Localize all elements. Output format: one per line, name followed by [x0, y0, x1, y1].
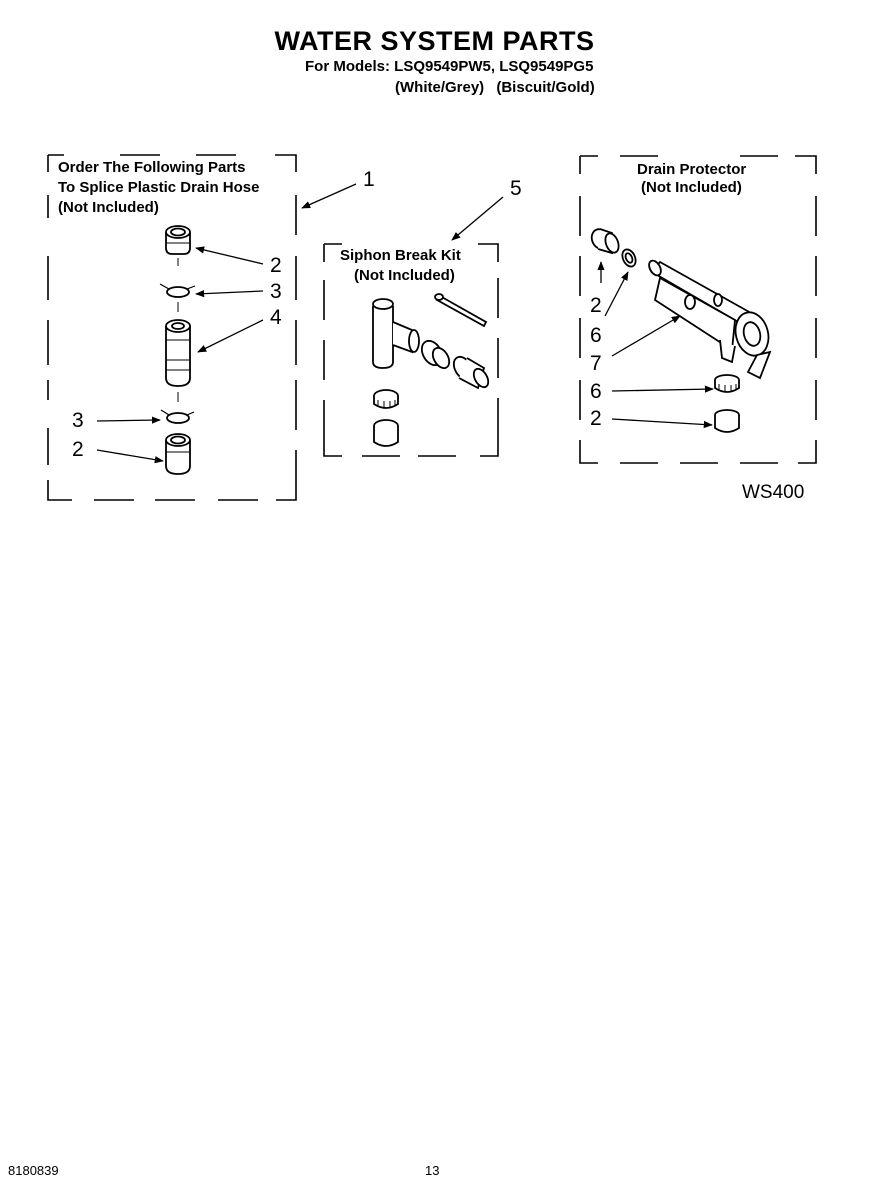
splice-part-coupling-bottom [165, 433, 191, 475]
leader-splice-4 [197, 319, 264, 353]
callout-drain-2b: 2 [590, 407, 602, 430]
splice-part-clamp-bottom [160, 409, 195, 424]
siphon-nut-ring [420, 339, 451, 370]
splice-part-connector [165, 319, 191, 402]
siphon-tee-fitting [372, 298, 420, 369]
callout-5: 5 [510, 177, 522, 200]
callout-drain-7: 7 [590, 352, 602, 375]
splice-group-frame [47, 154, 297, 501]
siphon-pin [434, 293, 488, 328]
leader-1 [301, 183, 357, 209]
leader-drain-6a [604, 271, 629, 317]
leader-drain-6b [611, 385, 714, 393]
siphon-ring-lower [373, 389, 399, 409]
color-biscuit-gold: (Biscuit/Gold) [496, 79, 595, 96]
page-number: 13 [425, 1163, 440, 1178]
callout-drain-6a: 6 [590, 324, 602, 347]
drain-part-cap-lower [714, 409, 740, 433]
drain-protector-body [648, 259, 772, 380]
callout-drain-2a: 2 [590, 294, 602, 317]
drain-part-cap [590, 228, 620, 255]
callout-splice-4: 4 [270, 306, 282, 329]
page-title: WATER SYSTEM PARTS [274, 26, 595, 56]
siphon-group-label-line1: Siphon Break Kit [340, 247, 461, 264]
leader-splice-3b [96, 416, 161, 424]
splice-part-coupling-top [165, 225, 191, 266]
drain-group-label-line2: (Not Included) [641, 179, 742, 196]
callout-splice-3a: 3 [270, 280, 282, 303]
splice-group-label-line2: To Splice Plastic Drain Hose [58, 179, 260, 196]
leader-splice-2a [195, 246, 264, 265]
callout-splice-2b: 2 [72, 438, 84, 461]
diagram-code: WS400 [742, 482, 805, 503]
siphon-cap-lower [373, 419, 399, 447]
color-white-grey: (White/Grey) [395, 79, 485, 96]
leader-splice-3a [195, 289, 264, 298]
siphon-adapter [452, 355, 490, 390]
callout-splice-3b: 3 [72, 409, 84, 432]
leader-drain-2b [611, 418, 713, 429]
models-subtitle: For Models: LSQ9549PW5, LSQ9549PG5 [305, 58, 594, 75]
leader-5 [451, 196, 504, 241]
callout-1: 1 [363, 168, 375, 191]
color-variants: (White/Grey) (Biscuit/Gold) [395, 79, 595, 96]
splice-part-clamp-top [159, 283, 196, 312]
drain-group-label-line1: Drain Protector [637, 161, 747, 178]
drain-group-frame [579, 155, 817, 464]
drain-part-ring-lower [714, 374, 740, 393]
leader-splice-2b [96, 449, 164, 464]
drain-part-ring [621, 248, 637, 268]
leader-drain-7 [611, 315, 681, 357]
siphon-group-label-line2: (Not Included) [354, 267, 455, 284]
siphon-group-frame [323, 243, 499, 457]
callout-drain-6b: 6 [590, 380, 602, 403]
callout-splice-2a: 2 [270, 254, 282, 277]
splice-group-label-line1: Order The Following Parts [58, 159, 246, 176]
splice-group-label-line3: (Not Included) [58, 199, 159, 216]
document-number: 8180839 [8, 1163, 59, 1178]
